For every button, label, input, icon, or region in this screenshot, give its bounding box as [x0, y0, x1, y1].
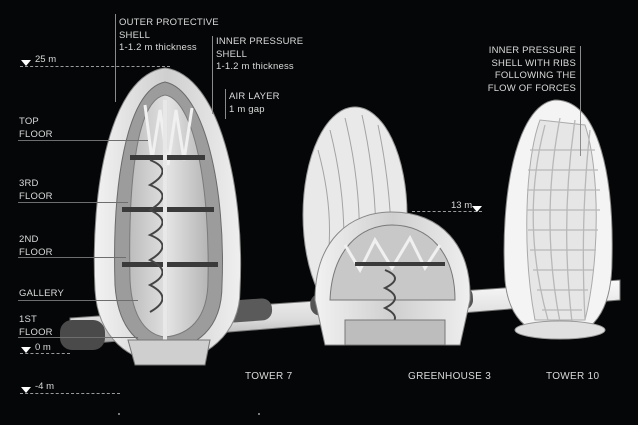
annotation-title: SHELL: [216, 48, 248, 60]
floor-label-line: 2ND: [19, 234, 39, 245]
annotation-air-layer: AIR LAYER 1 m gap: [229, 91, 280, 116]
leader-1st-floor: [18, 337, 138, 338]
annotation-line: INNER PRESSURE: [488, 45, 576, 56]
annotation-title: AIR LAYER: [229, 91, 280, 102]
annotation-detail: 1-1.2 m thickness: [119, 42, 197, 53]
annotation-line: FLOW OF FORCES: [487, 82, 576, 94]
leader-inner-shell: [212, 36, 213, 114]
floor-label-3rd: 3RD FLOOR: [19, 178, 53, 203]
floor-label-line: 3RD: [19, 178, 39, 189]
floor-label-line: FLOOR: [19, 128, 53, 140]
floor-label-2nd: 2ND FLOOR: [19, 234, 53, 259]
leader-2nd-floor: [18, 257, 126, 258]
level-0m: 0 m: [35, 342, 51, 353]
leader-3rd-floor: [18, 202, 128, 203]
level-marker-icon: [472, 206, 482, 212]
annotation-title: SHELL: [119, 29, 151, 41]
level-marker-icon: [21, 60, 31, 66]
greenhouse-3-cutaway: [314, 211, 471, 346]
leader-air-layer: [225, 89, 226, 119]
leader-outer-shell: [115, 14, 116, 102]
floor-label-1st: 1ST FLOOR: [19, 314, 53, 339]
floor-label-line: 1ST: [19, 314, 38, 325]
level-line-25m: [20, 66, 170, 67]
level-marker-icon: [21, 347, 31, 353]
level-line-0m: [20, 353, 70, 354]
floor-label-line: GALLERY: [19, 288, 65, 299]
leader-ribs: [580, 46, 581, 156]
annotation-outer-shell: OUTER PROTECTIVE SHELL 1-1.2 m thickness: [119, 17, 219, 55]
label-greenhouse-3: GREENHOUSE 3: [408, 371, 492, 382]
tower-10-shell: [503, 99, 613, 340]
annotation-line: FOLLOWING THE: [494, 70, 576, 81]
floor-label-line: FLOOR: [19, 326, 53, 338]
leader-gallery: [18, 300, 138, 301]
level-13m: 13 m: [451, 200, 473, 211]
floor-label-gallery: GALLERY: [19, 288, 64, 301]
annotation-ribs: INNER PRESSURE SHELL WITH RIBS FOLLOWING…: [486, 45, 576, 95]
level-minus4m: -4 m: [35, 381, 54, 392]
floor-label-line: FLOOR: [19, 246, 53, 258]
annotation-inner-shell: INNER PRESSURE SHELL 1-1.2 m thickness: [216, 36, 303, 74]
label-tower-7: TOWER 7: [245, 371, 293, 382]
annotation-line: SHELL WITH RIBS: [491, 57, 576, 69]
tower-7-cutaway: [93, 67, 242, 366]
floor-label-line: FLOOR: [19, 190, 53, 202]
level-marker-icon: [21, 387, 31, 393]
floor-label-top: TOP FLOOR: [19, 116, 53, 141]
annotation-detail: 1-1.2 m thickness: [216, 61, 294, 72]
label-tower-10: TOWER 10: [546, 371, 600, 382]
annotation-detail: 1 m gap: [229, 103, 265, 115]
level-line-minus4m: [20, 393, 120, 394]
leader-top-floor: [18, 140, 148, 141]
annotation-title: OUTER PROTECTIVE: [119, 17, 219, 28]
floor-label-line: TOP: [19, 116, 39, 127]
level-25m: 25 m: [35, 54, 57, 65]
annotation-title: INNER PRESSURE: [216, 36, 304, 47]
level-line-13m: [412, 211, 482, 212]
